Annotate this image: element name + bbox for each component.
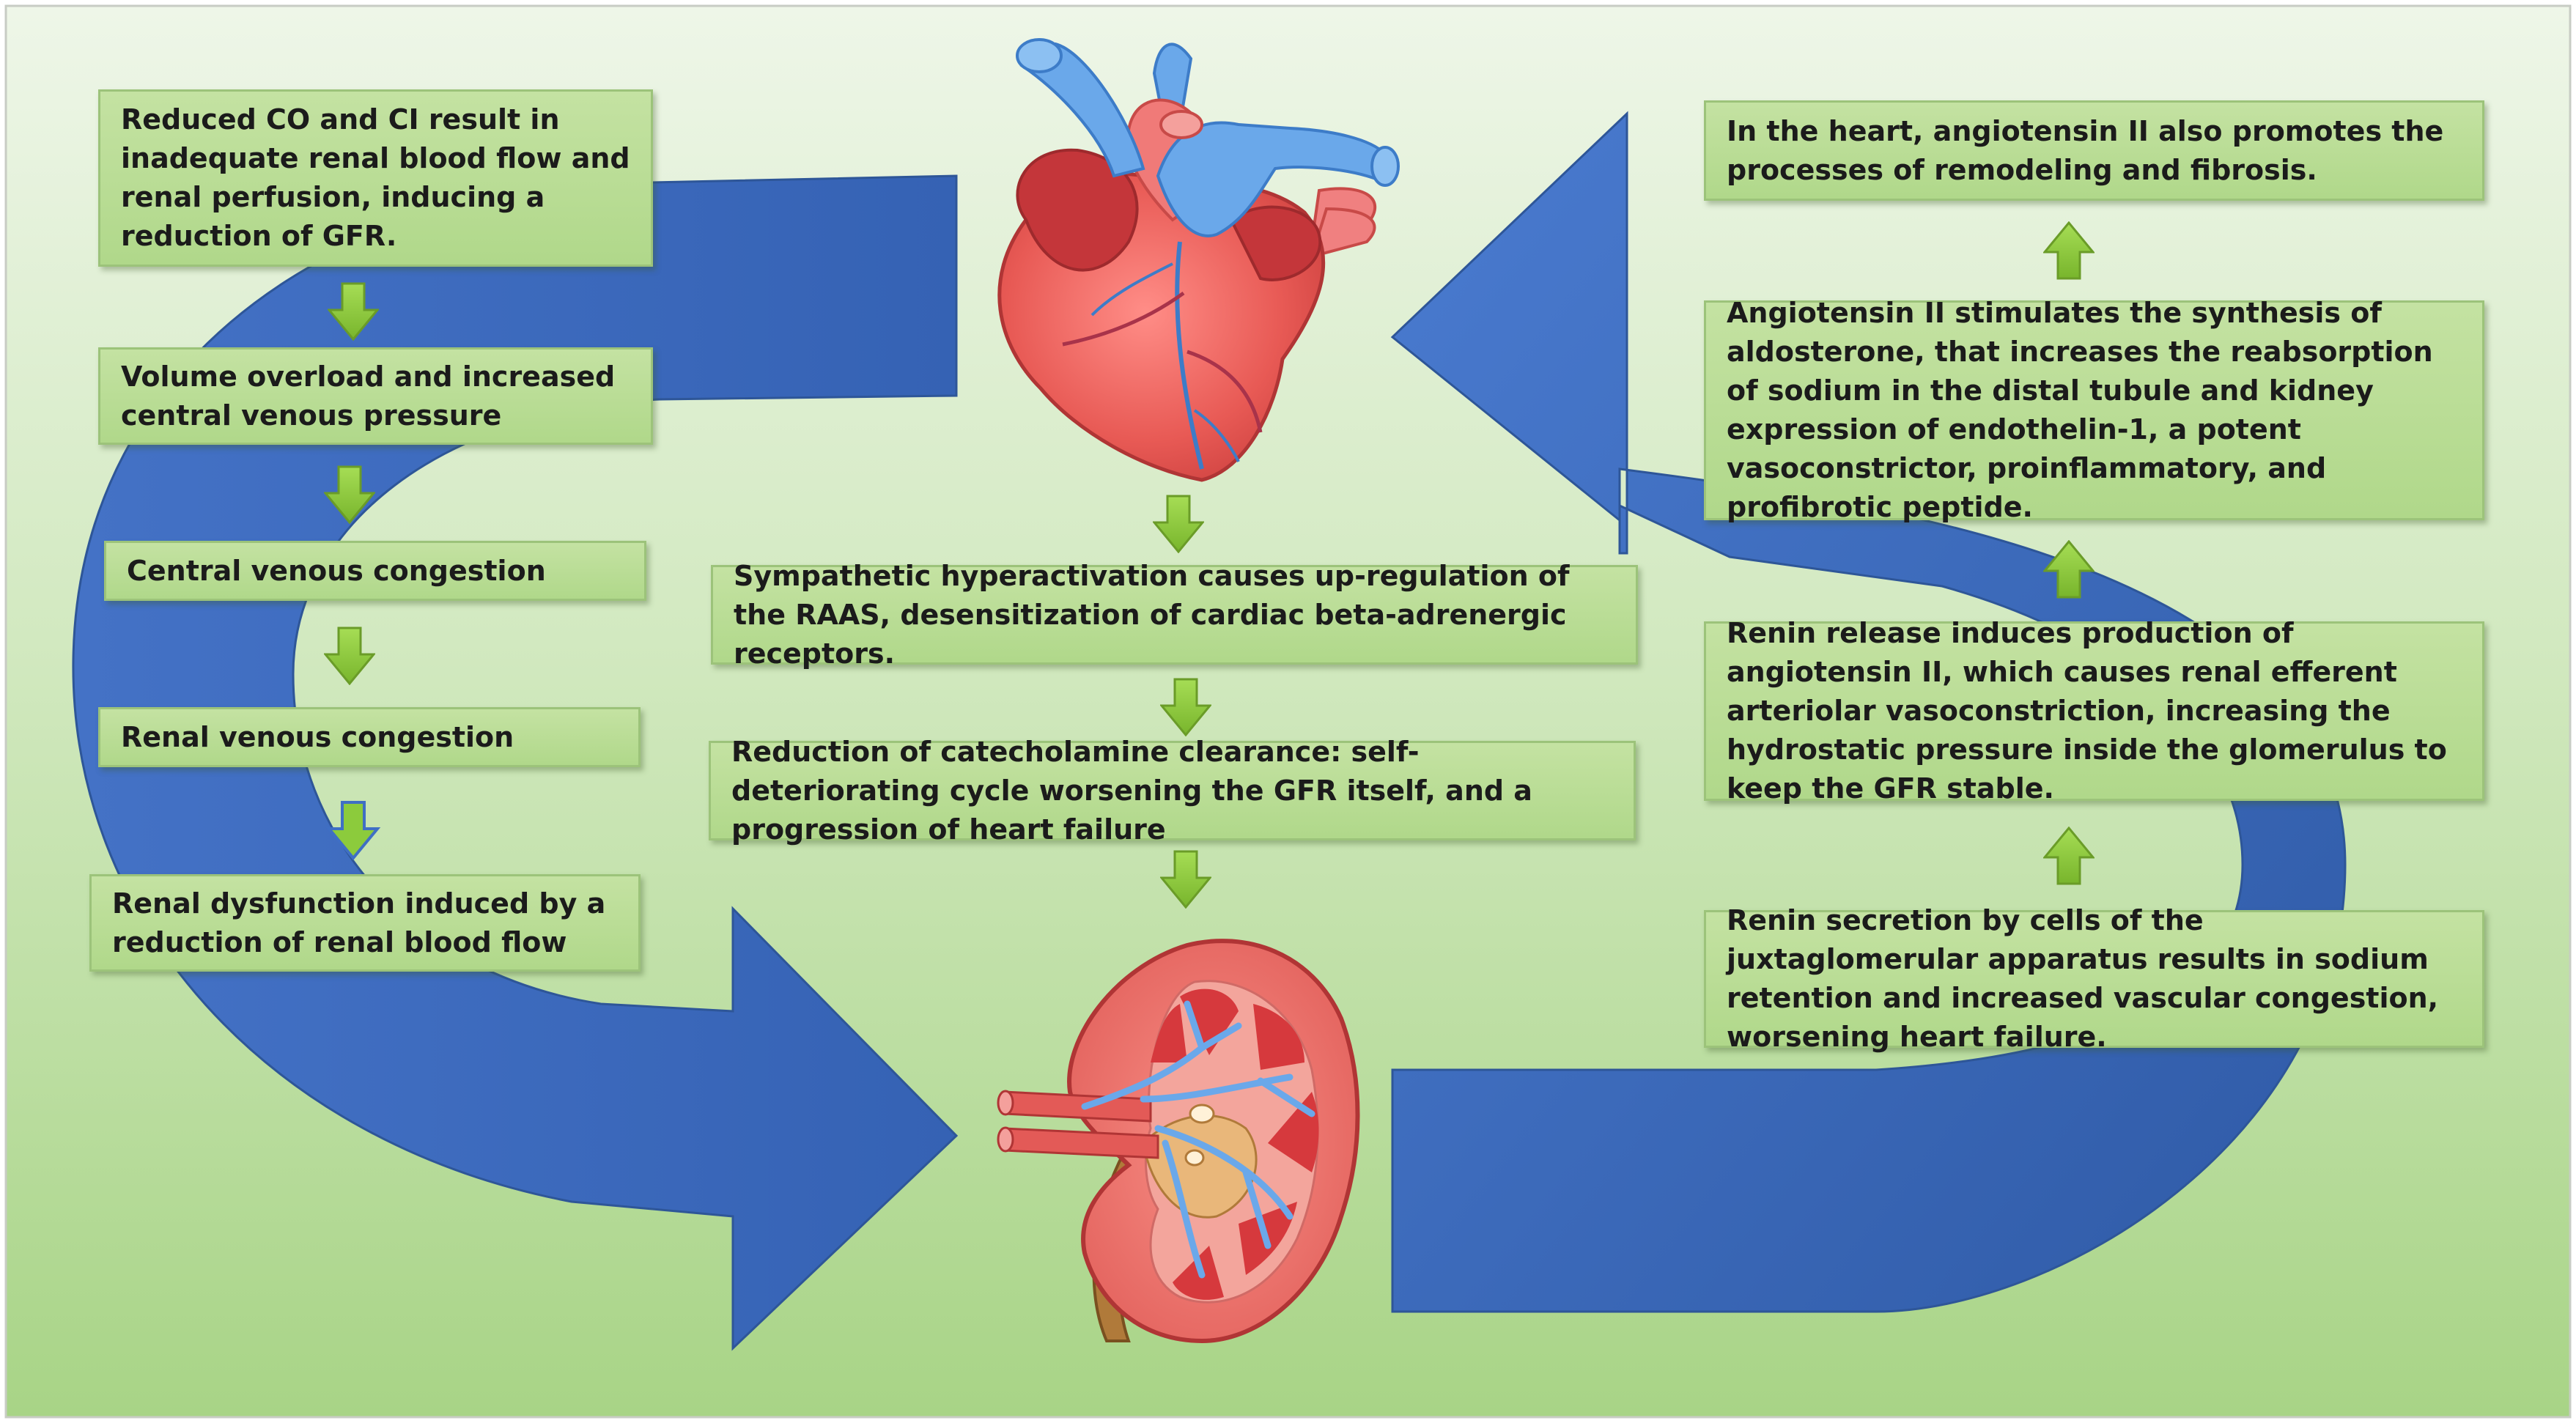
kidney-illustration (997, 939, 1360, 1344)
right-step-2-text: Angiotensin II stimulates the synthesis … (1727, 297, 2433, 523)
center-step-1-text: Sympathetic hyperactivation causes up-re… (734, 559, 1570, 670)
left-step-1-text: Reduced CO and CI result in inadequate r… (121, 103, 630, 252)
heart-illustration (997, 38, 1400, 482)
right-step-3-text: Renin release induces production of angi… (1727, 617, 2447, 805)
left-step-2-box: Volume overload and increased central ve… (98, 347, 653, 445)
left-step-5-box: Renal dysfunction induced by a reduction… (89, 874, 641, 972)
left-step-4-text: Renal venous congestion (121, 720, 514, 753)
center-step-1-box: Sympathetic hyperactivation causes up-re… (711, 560, 1638, 670)
frame (4, 4, 2572, 1419)
left-step-3-text: Central venous congestion (127, 554, 546, 587)
outlined-arrow-down-icon (325, 801, 381, 861)
left-step-3-box: Central venous congestion (104, 541, 646, 601)
left-step-5-text: Renal dysfunction induced by a reduction… (112, 887, 606, 958)
right-step-2-box: Angiotensin II stimulates the synthesis … (1704, 297, 2484, 523)
right-step-1-box: In the heart, angiotensin II also promot… (1704, 100, 2484, 201)
center-step-2-box: Reduction of catecholamine clearance: se… (709, 736, 1636, 846)
center-step-2-text: Reduction of catecholamine clearance: se… (731, 735, 1532, 846)
left-step-4-box: Renal venous congestion (98, 707, 641, 767)
left-step-2-text: Volume overload and increased central ve… (121, 360, 616, 432)
right-step-4-box: Renin secretion by cells of the juxtaglo… (1704, 904, 2484, 1053)
left-step-1-box: Reduced CO and CI result in inadequate r… (98, 89, 653, 267)
right-step-1-text: In the heart, angiotensin II also promot… (1727, 114, 2444, 186)
right-step-3-box: Renin release induces production of angi… (1704, 617, 2484, 805)
right-step-4-text: Renin secretion by cells of the juxtaglo… (1727, 904, 2439, 1053)
